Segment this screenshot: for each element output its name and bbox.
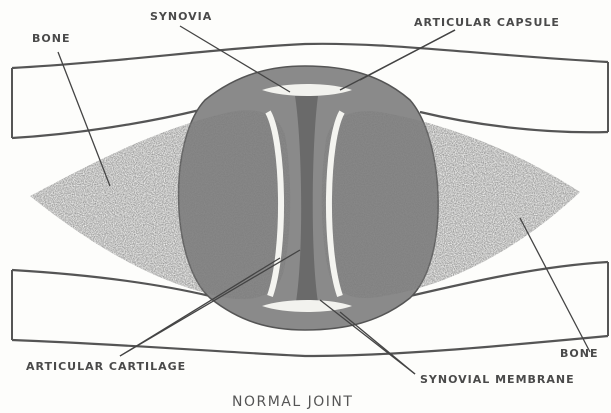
label-bone-right: BONE (560, 347, 598, 360)
diagram-caption: NORMAL JOINT (232, 394, 353, 410)
label-synovial-membrane: SYNOVIAL MEMBRANE (420, 373, 575, 386)
label-articular-capsule: ARTICULAR CAPSULE (414, 16, 560, 29)
leader-bone-right (520, 218, 590, 352)
label-articular-cartilage: ARTICULAR CARTILAGE (26, 360, 186, 373)
label-bone-left: BONE (32, 32, 70, 45)
bone-outline-bottom (12, 336, 608, 356)
leader-bone-left (58, 52, 110, 186)
bone-left-body (30, 110, 290, 299)
leader-membrane-b (340, 312, 415, 374)
label-synovia: SYNOVIA (150, 10, 212, 23)
leader-capsule-b (360, 30, 455, 80)
bone-outline-top (12, 44, 608, 68)
